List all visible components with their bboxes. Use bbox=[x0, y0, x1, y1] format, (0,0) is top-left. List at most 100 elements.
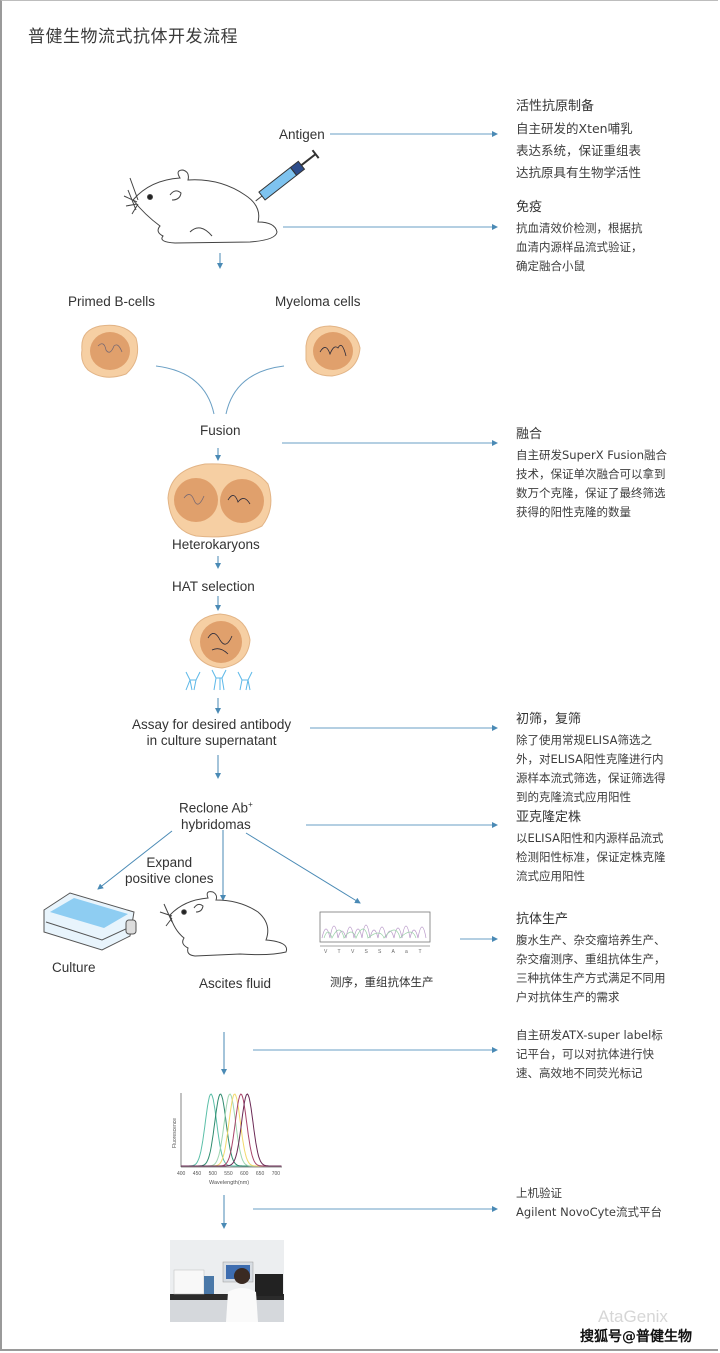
note-line: 外，对ELISA阳性克隆进行内 bbox=[516, 752, 664, 766]
label-assay-line2: in culture supernatant bbox=[146, 733, 277, 748]
note-line: 抗血清效价检测，根据抗 bbox=[516, 221, 643, 235]
note-heading: 活性抗原制备 bbox=[516, 99, 595, 114]
antibody-icon bbox=[237, 671, 253, 691]
note-antigen-prep: 活性抗原制备 自主研发的Xten哺乳 表达系统，保证重组表 达抗原具有生物学活性 bbox=[516, 97, 706, 184]
note-line: 技术，保证单次融合可以拿到 bbox=[516, 467, 666, 481]
cell-icon-myeloma bbox=[305, 325, 361, 377]
note-line: 到的克隆流式应用阳性 bbox=[516, 790, 631, 804]
fusion-curve-right bbox=[225, 365, 285, 415]
spectrum-tick-label: 550 bbox=[224, 1171, 233, 1177]
antibody-icon bbox=[211, 669, 227, 691]
note-line: 检测阳性标准，保证定株克隆 bbox=[516, 850, 666, 864]
note-heading: 亚克隆定株 bbox=[516, 810, 582, 825]
note-validation: 上机验证 Agilent NovoCyte流式平台 bbox=[516, 1184, 706, 1222]
note-line: Agilent NovoCyte流式平台 bbox=[516, 1205, 662, 1219]
note-line: 达抗原具有生物学活性 bbox=[516, 165, 642, 180]
note-line: 腹水生产、杂交瘤培养生产、 bbox=[516, 933, 666, 947]
note-line: 户对抗体生产的需求 bbox=[516, 990, 620, 1004]
note-line: 除了使用常规ELISA筛选之 bbox=[516, 733, 652, 747]
watermark-source: 搜狐号@普健生物 bbox=[580, 1329, 692, 1345]
cell-icon-heterokaryon bbox=[167, 463, 272, 538]
note-labeling: 自主研发ATX-super label标 记平台，可以对抗体进行快 速、高效地不… bbox=[516, 1026, 706, 1083]
label-expand: Expand positive clones bbox=[125, 855, 214, 887]
spectrum-ylabel: Fluorescence bbox=[172, 1118, 178, 1148]
fluorescence-spectrum-icon: 400 450 500 550 600 650 700 Fluorescence Wavel… bbox=[172, 1093, 282, 1186]
mouse-icon bbox=[123, 169, 278, 244]
note-heading: 融合 bbox=[516, 427, 543, 442]
label-hat-selection: HAT selection bbox=[172, 579, 255, 594]
sequence-letter: S bbox=[365, 949, 369, 955]
lab-photo bbox=[170, 1240, 284, 1322]
spectrum-tick-label: 600 bbox=[240, 1171, 249, 1177]
note-line: 源样本流式筛选，保证筛选得 bbox=[516, 771, 666, 785]
label-myeloma-cells: Myeloma cells bbox=[275, 294, 361, 309]
note-heading: 免疫 bbox=[516, 200, 543, 215]
sequence-letter: T bbox=[338, 949, 341, 955]
note-screening: 初筛，复筛 除了使用常规ELISA筛选之 外，对ELISA阳性克隆进行内 源样本… bbox=[516, 710, 706, 807]
note-line: 表达系统，保证重组表 bbox=[516, 143, 642, 158]
sequence-letter: V bbox=[351, 949, 355, 955]
note-heading: 抗体生产 bbox=[516, 912, 569, 927]
note-line: 自主研发SuperX Fusion融合 bbox=[516, 448, 668, 462]
note-immunization: 免疫 抗血清效价检测，根据抗 血清内源样品流式验证， 确定融合小鼠 bbox=[516, 198, 706, 276]
sequencing-chromatogram-icon bbox=[319, 911, 431, 947]
sequence-letter: T bbox=[419, 949, 422, 955]
sequence-letter: a bbox=[405, 949, 408, 955]
note-subcloning: 亚克隆定株 以ELISA阳性和内源样品流式 检测阳性标准，保证定株克隆 流式应用… bbox=[516, 808, 706, 886]
sequence-letter: V bbox=[324, 949, 328, 955]
label-reclone: Reclone Ab+ hybridomas bbox=[179, 797, 253, 833]
label-expand-line1: Expand bbox=[146, 855, 193, 870]
diag-arrow-sequencing bbox=[245, 832, 361, 904]
antibody-icon bbox=[185, 671, 201, 691]
note-line: 流式应用阳性 bbox=[516, 869, 585, 883]
note-line: 杂交瘤测序、重组抗体生产， bbox=[516, 952, 666, 966]
spectrum-tick-label: 700 bbox=[272, 1171, 281, 1177]
label-assay-line1: Assay for desired antibody bbox=[132, 717, 292, 732]
note-line: 以ELISA阳性和内源样品流式 bbox=[516, 831, 664, 845]
label-fusion: Fusion bbox=[200, 423, 241, 438]
culture-flask-icon bbox=[43, 892, 137, 951]
spectrum-xlabel: Wavelength(nm) bbox=[209, 1180, 249, 1186]
cell-icon-primed-b bbox=[81, 324, 139, 378]
page-title: 普健生物流式抗体开发流程 bbox=[28, 27, 238, 47]
note-heading: 上机验证 bbox=[516, 1186, 562, 1200]
note-line: 记平台，可以对抗体进行快 bbox=[516, 1047, 654, 1061]
note-line: 三种抗体生产方式满足不同用 bbox=[516, 971, 666, 985]
note-line: 自主研发ATX-super label标 bbox=[516, 1028, 663, 1042]
note-line: 获得的阳性克隆的数量 bbox=[516, 505, 631, 519]
mouse-icon bbox=[159, 891, 288, 957]
label-reclone-line2: hybridomas bbox=[180, 816, 251, 832]
syringe-icon bbox=[255, 149, 320, 202]
label-reclone-line1: Reclone Ab bbox=[179, 800, 249, 816]
label-primed-b-cells: Primed B-cells bbox=[68, 294, 156, 309]
label-ascites: Ascites fluid bbox=[199, 976, 272, 991]
spectrum-tick-label: 400 bbox=[177, 1171, 186, 1177]
spectrum-tick-label: 450 bbox=[193, 1171, 202, 1177]
sequence-letter: A bbox=[392, 949, 396, 955]
label-antigen: Antigen bbox=[279, 127, 325, 142]
note-heading: 初筛，复筛 bbox=[516, 712, 582, 727]
sequence-letter: S bbox=[378, 949, 382, 955]
note-line: 速、高效地不同荧光标记 bbox=[516, 1066, 643, 1080]
cell-icon-hybridoma bbox=[189, 613, 251, 669]
note-line: 数万个克隆，保证了最终筛选 bbox=[516, 486, 666, 500]
spectrum-tick-label: 650 bbox=[256, 1171, 265, 1177]
note-line: 血清内源样品流式验证， bbox=[516, 240, 643, 254]
note-line: 确定融合小鼠 bbox=[516, 259, 585, 273]
diag-arrow-culture bbox=[97, 830, 173, 890]
note-fusion: 融合 自主研发SuperX Fusion融合 技术，保证单次融合可以拿到 数万个… bbox=[516, 425, 706, 522]
note-line: 自主研发的Xten哺乳 bbox=[516, 121, 633, 136]
label-sequencing: 测序，重组抗体生产 bbox=[330, 975, 434, 989]
spectrum-tick-label: 500 bbox=[209, 1171, 218, 1177]
watermark-brand: AtaGenix bbox=[598, 1307, 668, 1326]
label-expand-line2: positive clones bbox=[125, 871, 214, 886]
fusion-curve-left bbox=[155, 365, 215, 415]
label-culture: Culture bbox=[52, 960, 96, 975]
label-heterokaryons: Heterokaryons bbox=[172, 537, 260, 552]
spectrum-peak-5 bbox=[181, 1093, 282, 1167]
label-reclone-sup: + bbox=[248, 800, 253, 809]
note-production: 抗体生产 腹水生产、杂交瘤培养生产、 杂交瘤测序、重组抗体生产， 三种抗体生产方… bbox=[516, 910, 706, 1007]
label-assay: Assay for desired antibody in culture su… bbox=[132, 717, 291, 749]
